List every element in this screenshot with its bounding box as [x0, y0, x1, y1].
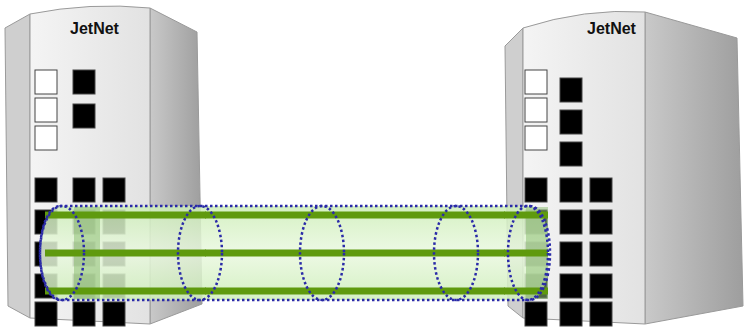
- device-label: JetNet: [70, 20, 119, 38]
- switch-port: [560, 274, 582, 298]
- switch-device: JetNet: [5, 6, 205, 326]
- switch-side: [150, 8, 202, 324]
- switch-port: [525, 242, 547, 266]
- switch-front: [523, 11, 645, 324]
- trunk-ring: [40, 206, 84, 300]
- cable-stub: [45, 212, 206, 219]
- switch-port: [73, 210, 95, 234]
- cable-stub: [45, 250, 206, 257]
- switch-port: [103, 302, 125, 326]
- cable-stubs: [45, 215, 548, 291]
- switch-port: [73, 178, 95, 202]
- switch-port: [35, 98, 57, 122]
- switch-port: [560, 178, 582, 202]
- trunk-cable: [205, 288, 505, 295]
- cable-stub: [45, 288, 206, 295]
- switch-port: [590, 178, 612, 202]
- switch-port: [525, 126, 547, 150]
- switch-port: [525, 302, 547, 326]
- switch-port: [525, 98, 547, 122]
- switch-port: [590, 302, 612, 326]
- switch-port: [525, 210, 547, 234]
- switch-port: [103, 274, 125, 298]
- switch-port: [35, 126, 57, 150]
- switch-port: [590, 210, 612, 234]
- switch-port: [590, 274, 612, 298]
- trunk-ring: [300, 206, 344, 300]
- switch-side: [645, 12, 743, 324]
- switch-port: [560, 242, 582, 266]
- switch-port: [35, 274, 57, 298]
- trunk-outline: [40, 206, 550, 300]
- switch-outline: [5, 6, 205, 326]
- switch-port: [35, 210, 57, 234]
- switch-port: [35, 302, 57, 326]
- switch-bevel: [5, 14, 30, 318]
- trunk-cable: [205, 250, 505, 257]
- switch-port: [525, 274, 547, 298]
- switch-port: [560, 142, 582, 166]
- switch-outline: [505, 6, 745, 326]
- switch-port: [103, 178, 125, 202]
- switch-port: [35, 70, 57, 94]
- cable-stub: [504, 250, 548, 257]
- switch-port: [103, 210, 125, 234]
- switch-port: [560, 210, 582, 234]
- switch-bevel: [505, 28, 523, 318]
- switch-port: [525, 178, 547, 202]
- switch-port: [103, 242, 125, 266]
- switch-port: [560, 78, 582, 102]
- switch-port: [560, 302, 582, 326]
- trunk-cable: [205, 212, 505, 219]
- switch-port: [590, 242, 612, 266]
- trunk-ring: [508, 206, 548, 300]
- switch-device: JetNet: [505, 6, 745, 326]
- trunk-tube: [40, 206, 550, 300]
- device-label: JetNet: [587, 20, 636, 38]
- switch-port: [73, 274, 95, 298]
- trunk-ring: [434, 206, 478, 300]
- switch-port: [525, 70, 547, 94]
- switch-port: [35, 242, 57, 266]
- switch-port: [73, 70, 95, 94]
- switch-port: [73, 302, 95, 326]
- switch-port: [73, 104, 95, 128]
- switch-port: [73, 242, 95, 266]
- trunk-ring: [178, 206, 222, 300]
- switch-port: [560, 110, 582, 134]
- switch-front: [30, 6, 150, 324]
- switch-port: [35, 178, 57, 202]
- edge-group: [205, 215, 505, 291]
- trunk-border: [40, 206, 550, 300]
